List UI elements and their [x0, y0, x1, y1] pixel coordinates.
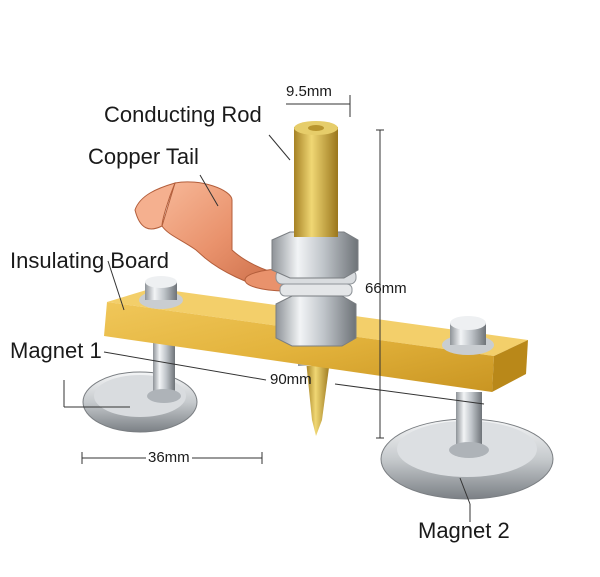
label-insulating-board: Insulating Board — [10, 248, 169, 273]
label-conducting-rod: Conducting Rod — [104, 102, 262, 127]
dimension-board-length: 90mm — [270, 371, 312, 388]
conducting-rod-shape — [271, 121, 359, 347]
dimension-height: 66mm — [365, 280, 407, 297]
label-magnet-1: Magnet 1 — [10, 338, 102, 363]
label-copper-tail: Copper Tail — [88, 144, 199, 169]
board-bolts — [139, 276, 494, 355]
magnet-2 — [380, 392, 554, 500]
dimension-magnet-diameter: 36mm — [146, 449, 192, 466]
label-magnet-2: Magnet 2 — [418, 518, 510, 543]
dimension-rod-diameter: 9.5mm — [286, 83, 332, 100]
